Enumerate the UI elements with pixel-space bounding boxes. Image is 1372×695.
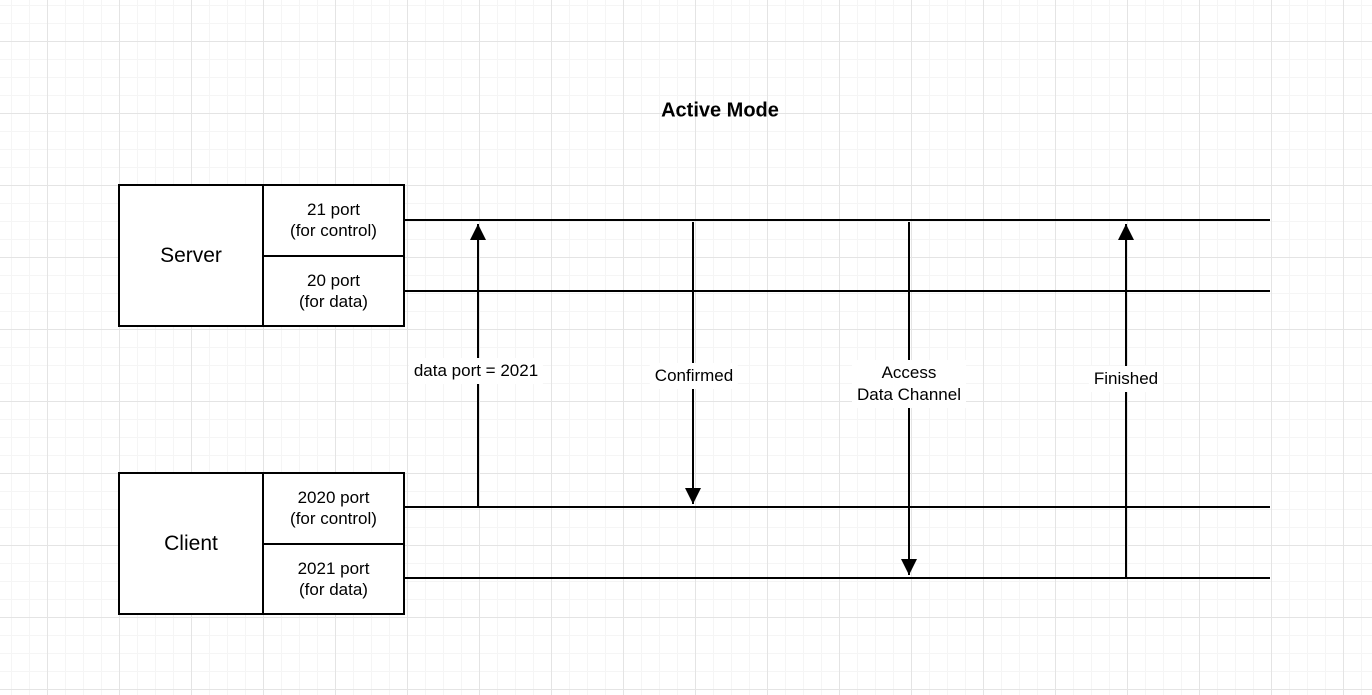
client-label[interactable]: Client bbox=[120, 474, 264, 613]
edge-label-data-port[interactable]: data port = 2021 bbox=[408, 358, 544, 384]
client-port-data[interactable]: 2021 port (for data) bbox=[264, 542, 403, 614]
server-port-control[interactable]: 21 port (for control) bbox=[264, 186, 403, 255]
server-port-control-line1: 21 port bbox=[307, 200, 360, 220]
edge-label-access-line1: Access bbox=[881, 363, 937, 382]
server-port-data[interactable]: 20 port (for data) bbox=[264, 254, 403, 326]
server-ports: 21 port (for control) 20 port (for data) bbox=[264, 186, 403, 325]
client-ports: 2020 port (for control) 2021 port (for d… bbox=[264, 474, 403, 613]
edge-label-finished[interactable]: Finished bbox=[1088, 366, 1164, 392]
server-port-data-line1: 20 port bbox=[307, 270, 360, 290]
edge-label-data-port-text: data port = 2021 bbox=[413, 361, 539, 380]
client-port-data-line1: 2021 port bbox=[297, 558, 370, 578]
edge-label-confirmed[interactable]: Confirmed bbox=[649, 363, 739, 389]
client-port-control-line2: (for control) bbox=[290, 509, 377, 529]
server-port-control-line2: (for control) bbox=[290, 221, 377, 241]
edge-label-finished-text: Finished bbox=[1093, 369, 1159, 388]
edge-label-access-data-channel[interactable]: Access Data Channel bbox=[852, 360, 966, 408]
edge-label-confirmed-text: Confirmed bbox=[654, 366, 734, 385]
diagram-title[interactable]: Active Mode bbox=[661, 99, 779, 122]
edge-label-access-line2: Data Channel bbox=[857, 385, 961, 404]
server-label[interactable]: Server bbox=[120, 186, 264, 325]
client-port-control-line1: 2020 port bbox=[297, 488, 370, 508]
server-port-data-line2: (for data) bbox=[299, 291, 368, 311]
server-node[interactable]: Server 21 port (for control) 20 port (fo… bbox=[118, 184, 405, 327]
client-port-data-line2: (for data) bbox=[299, 579, 368, 599]
client-port-control[interactable]: 2020 port (for control) bbox=[264, 474, 403, 543]
client-node[interactable]: Client 2020 port (for control) 2021 port… bbox=[118, 472, 405, 615]
